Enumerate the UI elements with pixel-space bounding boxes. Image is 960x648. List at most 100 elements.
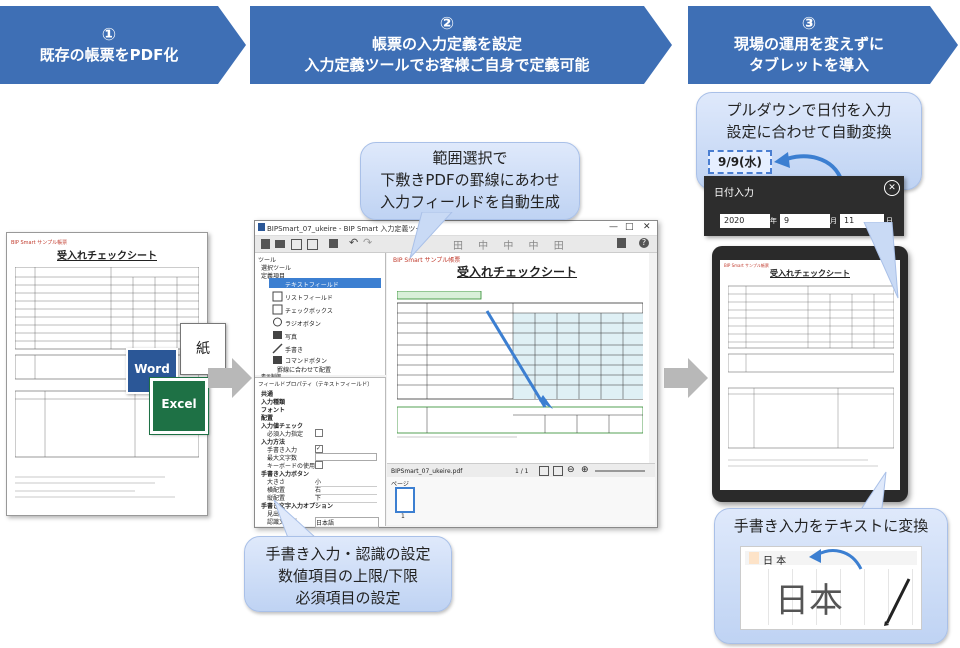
prop-caption: 見出し bbox=[267, 511, 286, 518]
window-titlebar: BIPSmart_07_ukeire - BIP Smart 入力定義ツール —… bbox=[255, 221, 657, 236]
tree-item-photo[interactable]: 写真 bbox=[285, 334, 298, 341]
save-as-icon[interactable] bbox=[307, 239, 318, 250]
year-separator: 年 bbox=[770, 217, 777, 225]
max-chars-input[interactable] bbox=[315, 453, 377, 461]
canvas-statusbar: BIPSmart_07_ukeire.pdf 1 / 1 ⊖ ⊕ bbox=[387, 463, 655, 478]
save-icon[interactable] bbox=[291, 239, 302, 250]
undo-icon[interactable]: ↶ bbox=[349, 236, 359, 249]
page-indicator: 1 / 1 bbox=[515, 468, 529, 475]
month-select[interactable]: 9 bbox=[780, 214, 830, 228]
ink-canvas[interactable]: 日本 bbox=[745, 569, 917, 625]
prop-value-check[interactable]: 入力値チェック bbox=[261, 423, 304, 430]
align-tools-icon[interactable]: 田 中 中 中 田 bbox=[453, 241, 570, 252]
prop-max-chars: 最大文字数 bbox=[267, 455, 298, 462]
tree-item-text-field[interactable]: テキストフィールド bbox=[285, 282, 339, 289]
document-canvas: BIP Smart サンプル帳票 受入れチェックシート bbox=[387, 253, 649, 463]
v-align-select[interactable]: 下 bbox=[315, 493, 377, 503]
prop-common[interactable]: 共通 bbox=[261, 391, 274, 398]
page-thumbnails: ページ 1 bbox=[387, 477, 655, 525]
size-select[interactable]: 小 bbox=[315, 477, 377, 487]
step3-chevron: ③ 現場の運用を変えずに タブレットを導入 bbox=[688, 6, 960, 84]
minimize-icon[interactable]: — bbox=[609, 222, 618, 232]
tablet-form-grid bbox=[728, 285, 894, 467]
callout-line: 入力フィールドを自動生成 bbox=[380, 193, 560, 211]
callout-line: 下敷きPDFの罫線にあわせ bbox=[380, 171, 560, 189]
paper-badge: 紙 bbox=[180, 323, 226, 375]
canvas-doc-tag: BIP Smart サンプル帳票 bbox=[393, 257, 461, 264]
redo-icon[interactable]: ↷ bbox=[363, 236, 373, 249]
help-icon[interactable]: ? bbox=[639, 238, 649, 248]
tree-item-radio[interactable]: ラジオボタン bbox=[285, 321, 321, 328]
prop-input-method[interactable]: 入力方法 bbox=[261, 439, 286, 446]
callout-line: 手書き入力をテキストに変換 bbox=[733, 517, 929, 535]
tree-item-fit-to-lines[interactable]: 罫線に合わせて配置 bbox=[277, 367, 332, 374]
handwriting-checkbox[interactable]: ✓ bbox=[315, 445, 323, 453]
day-separator: 日 bbox=[886, 217, 893, 225]
range-select-callout: 範囲選択で 下敷きPDFの罫線にあわせ 入力フィールドを自動生成 bbox=[360, 142, 580, 220]
callout-pointer bbox=[273, 500, 318, 539]
document-tag: BIP Smart サンプル帳票 bbox=[11, 240, 68, 246]
zoom-slider[interactable] bbox=[595, 470, 645, 472]
prop-required: 必須入力指定 bbox=[267, 431, 304, 438]
export-icon[interactable] bbox=[617, 238, 626, 248]
required-checkbox[interactable] bbox=[315, 429, 323, 437]
print-icon[interactable] bbox=[329, 239, 338, 248]
prop-v-align: 縦配置 bbox=[267, 495, 286, 502]
page-label: ページ bbox=[391, 481, 409, 488]
step3-number: ③ bbox=[801, 14, 817, 34]
word-label: Word bbox=[134, 362, 170, 376]
file-name: BIPSmart_07_ukeire.pdf bbox=[391, 468, 463, 475]
fit-width-icon[interactable] bbox=[553, 466, 563, 476]
h-align-select[interactable]: 右 bbox=[315, 485, 377, 495]
step2-title-line2: 入力定義ツールでお客様ご自身で定義可能 bbox=[304, 56, 590, 74]
zoom-out-icon[interactable]: ⊖ bbox=[567, 465, 575, 475]
prop-input-type[interactable]: 入力種類 bbox=[261, 399, 286, 406]
new-file-icon[interactable] bbox=[261, 239, 270, 249]
callout-line: 必須項目の設定 bbox=[295, 589, 401, 607]
close-dialog-icon[interactable]: ✕ bbox=[884, 180, 900, 196]
chevron-shape bbox=[0, 6, 246, 84]
prop-font[interactable]: フォント bbox=[261, 407, 286, 414]
canvas-doc-title: 受入れチェックシート bbox=[457, 265, 578, 279]
prop-handwriting-input: 手書き入力 bbox=[267, 447, 298, 454]
tree-item-handwriting[interactable]: 手書き bbox=[285, 347, 304, 354]
tablet-screen: BIP Smart サンプル帳票 受入れチェックシート bbox=[720, 260, 900, 490]
page-thumbnail[interactable] bbox=[395, 487, 415, 513]
tree-icons bbox=[272, 291, 283, 364]
cursor-highlight bbox=[749, 552, 759, 564]
close-icon[interactable]: ✕ bbox=[643, 222, 651, 232]
tablet-doc-tag: BIP Smart サンプル帳票 bbox=[724, 263, 769, 268]
selected-date-box: 9/9(水) bbox=[708, 150, 772, 174]
tree-item-select-tool[interactable]: 選択ツール bbox=[261, 265, 292, 272]
tree-item-list-field[interactable]: リストフィールド bbox=[285, 295, 333, 302]
curved-arrow-icon bbox=[774, 152, 844, 183]
maximize-icon[interactable]: □ bbox=[625, 222, 634, 232]
tablet-doc-title: 受入れチェックシート bbox=[770, 269, 850, 278]
step2-chevron: ② 帳票の入力定義を設定 入力定義ツールでお客様ご自身で定義可能 bbox=[250, 6, 674, 84]
prop-hw-options[interactable]: 手書き文字入力オプション bbox=[261, 503, 334, 510]
excel-badge: Excel bbox=[149, 377, 209, 435]
tree-item-definitions[interactable]: 定義項目 bbox=[261, 273, 286, 280]
year-select[interactable]: 2020 bbox=[720, 214, 770, 228]
prop-layout[interactable]: 配置 bbox=[261, 415, 274, 422]
zoom-in-icon[interactable]: ⊕ bbox=[581, 465, 589, 475]
window-title: BIPSmart_07_ukeire - BIP Smart 入力定義ツール bbox=[267, 225, 430, 233]
char-type-select[interactable]: 日本語 bbox=[315, 517, 379, 528]
recognized-text: 日 本 bbox=[763, 556, 787, 567]
excel-label: Excel bbox=[161, 397, 197, 411]
handwriting-settings-callout: 手書き入力・認識の設定 数値項目の上限/下限 必須項目の設定 bbox=[244, 536, 452, 612]
step1-number: ① bbox=[101, 24, 117, 45]
callout-line: 数値項目の上限/下限 bbox=[277, 567, 419, 585]
prop-hw-button[interactable]: 手書き入力ボタン bbox=[261, 471, 310, 478]
tree-item-checkbox[interactable]: チェックボックス bbox=[285, 308, 333, 315]
open-folder-icon[interactable] bbox=[275, 240, 285, 248]
keyboard-checkbox[interactable] bbox=[315, 461, 323, 469]
tree-item-command-button[interactable]: コマンドボタン bbox=[285, 358, 328, 365]
prop-size: 大きさ bbox=[267, 479, 286, 486]
tool-tree-panel: ツール 選択ツール 定義項目 テキストフィールド リストフィールド チェックボッ… bbox=[255, 253, 386, 380]
date-dialog-title: 日付入力 bbox=[714, 188, 754, 199]
app-icon bbox=[258, 223, 265, 231]
tablet-device: BIP Smart サンプル帳票 受入れチェックシート bbox=[712, 246, 908, 502]
handwritten-ink: 日本 bbox=[775, 581, 843, 621]
fit-page-icon[interactable] bbox=[539, 466, 549, 476]
